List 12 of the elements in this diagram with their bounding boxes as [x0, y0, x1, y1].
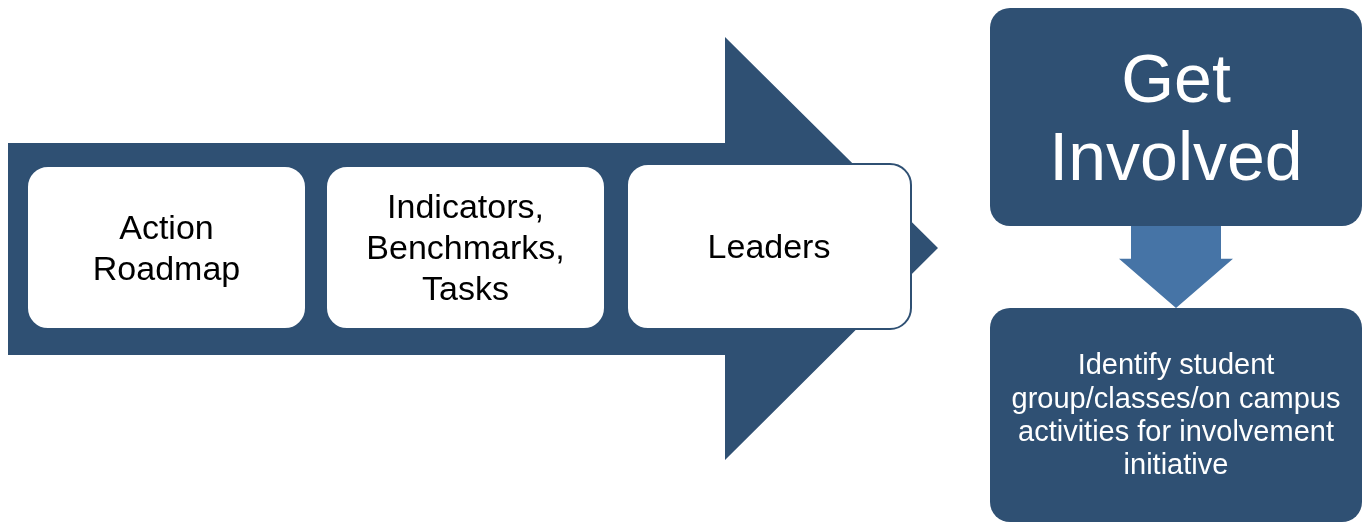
process-box	[990, 308, 1362, 522]
box-text: Leaders	[706, 226, 832, 267]
step-box	[626, 163, 912, 330]
step-box	[26, 165, 307, 330]
step-box	[325, 165, 606, 330]
box-text: Indicators, Benchmarks, Tasks	[365, 186, 566, 309]
block-arrow	[8, 37, 938, 460]
box-text: Action Roadmap	[91, 206, 242, 289]
process-box	[990, 8, 1362, 226]
box-text: Identify student group/classes/on campus activities for involvement initiative	[1010, 348, 1342, 482]
arrow	[1119, 226, 1233, 308]
box-text: Get Involved	[1048, 38, 1304, 196]
